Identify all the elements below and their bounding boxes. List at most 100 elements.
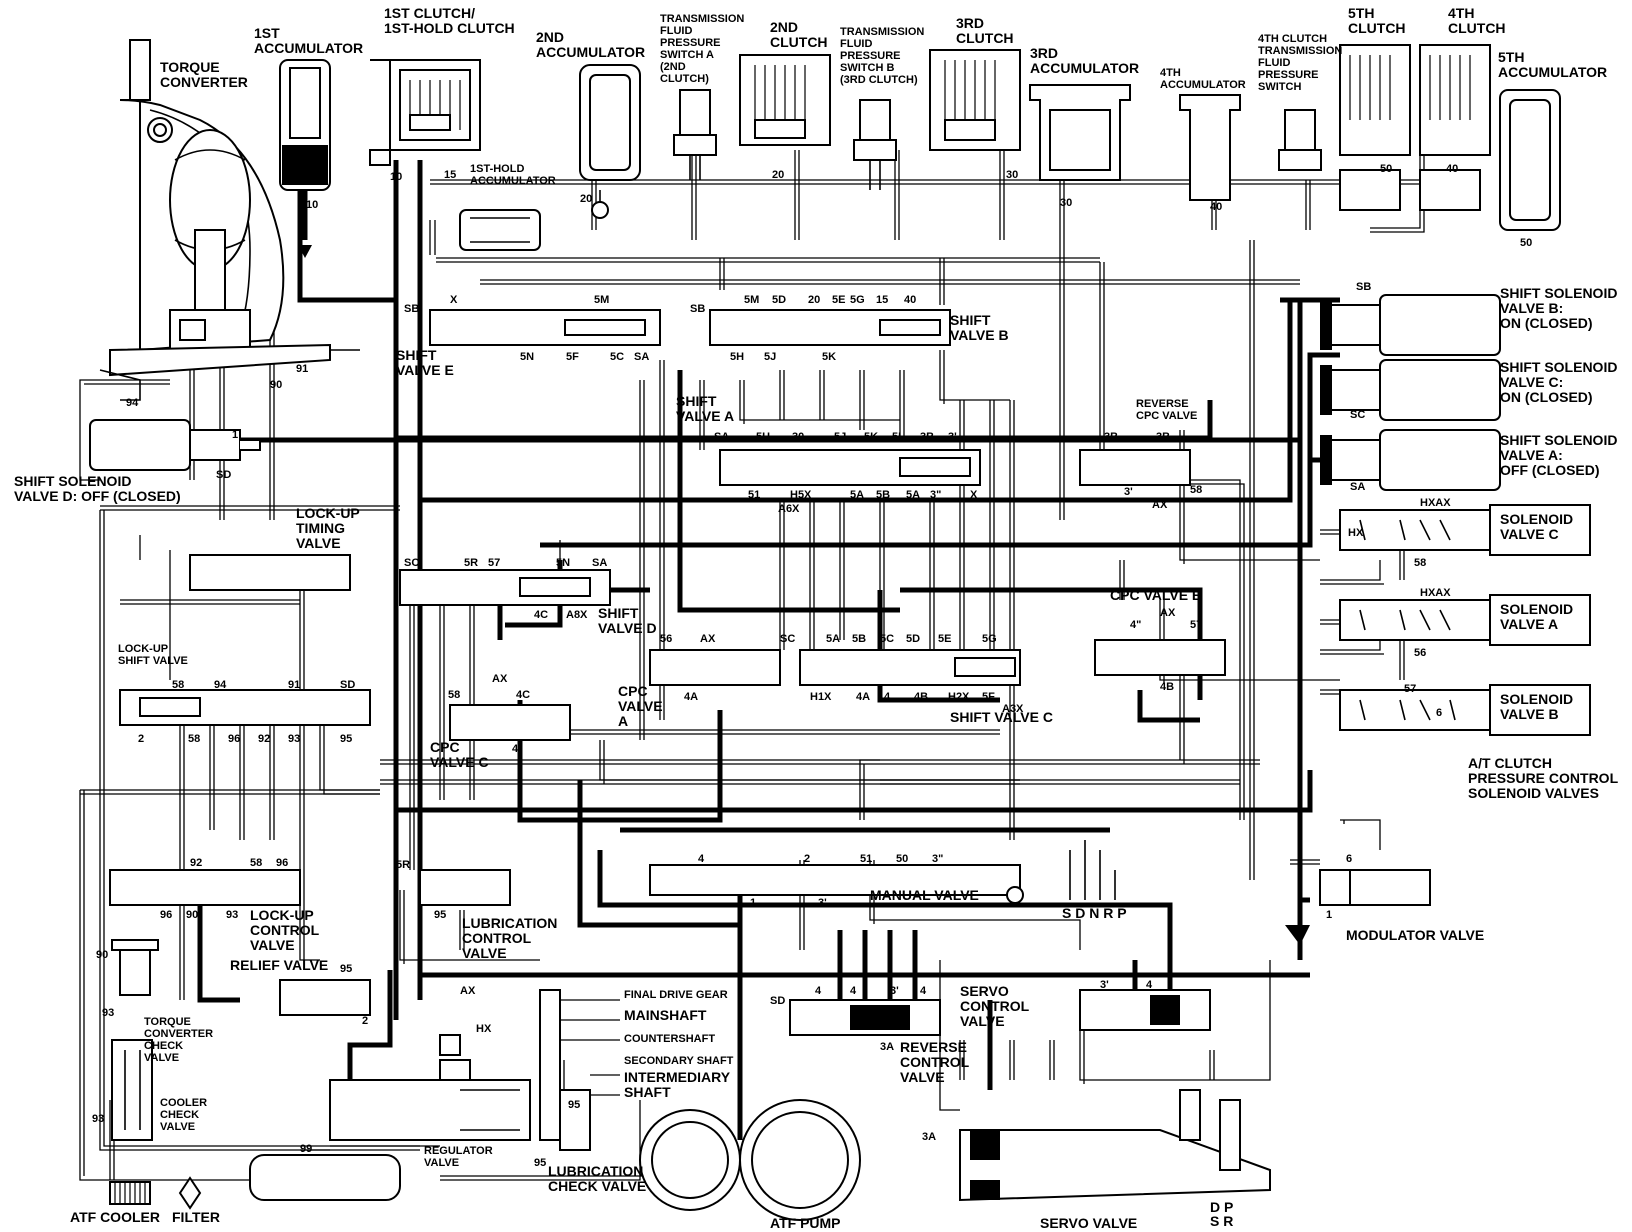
port-label: 4 <box>698 853 705 865</box>
port-label: 3A <box>922 1131 936 1143</box>
lockup-timing-valve-body <box>189 554 351 591</box>
port-label: HX <box>1348 527 1364 539</box>
port-label: 5B <box>852 633 866 645</box>
port-label: 5R <box>396 859 410 871</box>
port-label: 5K <box>822 351 836 363</box>
port-label: HXAX <box>1420 587 1451 599</box>
port-label: 4 <box>884 691 891 703</box>
port-label: 3B <box>920 431 934 443</box>
port-label: 95 <box>568 1099 580 1111</box>
port-label: SA <box>1350 481 1365 493</box>
port-label: 6 <box>1436 707 1442 719</box>
port-label: 3' <box>1100 979 1109 991</box>
port-label: SC <box>780 633 795 645</box>
port-label: 95 <box>340 963 352 975</box>
port-label: HXAX <box>1420 497 1451 509</box>
port-label: 6 <box>1346 853 1352 865</box>
port-label: 1 <box>1326 909 1332 921</box>
port-label: 4B <box>914 691 928 703</box>
port-label: 40 <box>1210 201 1222 213</box>
port-label: 5E <box>938 633 951 645</box>
port-label: 3" <box>932 853 943 865</box>
label-filter: FILTER <box>172 1209 220 1225</box>
fourth-clutch-switch <box>1278 109 1322 171</box>
port-label: AX <box>1160 607 1176 619</box>
port-label: 40 <box>904 294 916 306</box>
port-label: 20 <box>772 169 784 181</box>
port-label: 30 <box>1006 169 1018 181</box>
label-relief-valve: RELIEF VALVE <box>230 957 328 973</box>
port-label: 93 <box>288 733 300 745</box>
port-label: A3X <box>1002 703 1024 715</box>
port-label: 51 <box>860 853 872 865</box>
label-manual-positions: S D N R P <box>1062 905 1127 921</box>
port-label: 20 <box>808 294 820 306</box>
fourth-accumulator <box>1179 94 1241 201</box>
port-label: 10 <box>306 199 318 211</box>
port-label: SB <box>404 303 419 315</box>
port-label: 92 <box>190 857 202 869</box>
port-label: 93 <box>226 909 238 921</box>
port-label: 1 <box>750 897 756 909</box>
port-labels: SB X 5M SB 5M 5D 20 5E 5G 15 40 5N 5F 5C… <box>92 163 1532 1169</box>
tfp-switch-b <box>853 99 897 190</box>
port-label: 96 <box>276 857 288 869</box>
port-label: 5G <box>982 633 997 645</box>
port-label: H1X <box>810 691 832 703</box>
port-label: SC <box>404 557 419 569</box>
port-label: 56 <box>1414 647 1426 659</box>
tfp-switch-a <box>673 89 717 180</box>
port-label: 5D <box>906 633 920 645</box>
label-atf-cooler: ATF COOLER <box>70 1209 160 1225</box>
port-label: 3' <box>1124 486 1133 498</box>
spool-valves <box>109 309 1431 1202</box>
port-label: 93 <box>92 1113 104 1125</box>
port-label: 92 <box>258 733 270 745</box>
port-label: 2 <box>138 733 144 745</box>
label-servo-valve: SERVO VALVE <box>1040 1215 1137 1231</box>
port-label: 4C <box>516 689 530 701</box>
port-label: 5N <box>556 557 570 569</box>
port-label: 95 <box>534 1157 546 1169</box>
port-label: 5G <box>850 294 865 306</box>
lubrication-control-valve-body <box>419 869 511 906</box>
label-final-drive-gear: FINAL DRIVE GEAR <box>624 989 728 1001</box>
port-label: SA <box>592 557 607 569</box>
port-label: 3' <box>948 431 957 443</box>
port-label: 58 <box>172 679 184 691</box>
port-label: 57 <box>488 557 500 569</box>
port-label: 10 <box>390 171 402 183</box>
port-label: 5M <box>744 294 759 306</box>
port-label: 95 <box>434 909 446 921</box>
fifth-clutch <box>1339 44 1411 211</box>
solenoids <box>89 294 1591 736</box>
port-label: 4 <box>1146 979 1153 991</box>
port-label: 96 <box>228 733 240 745</box>
port-label: 91 <box>296 363 308 375</box>
port-label: 90 <box>96 949 108 961</box>
second-clutch <box>739 54 831 146</box>
port-label: 50 <box>896 853 908 865</box>
label-servo-positions-bottom: S R <box>1210 1213 1233 1229</box>
port-label: X <box>450 294 458 306</box>
relief-valve-body <box>279 979 371 1016</box>
